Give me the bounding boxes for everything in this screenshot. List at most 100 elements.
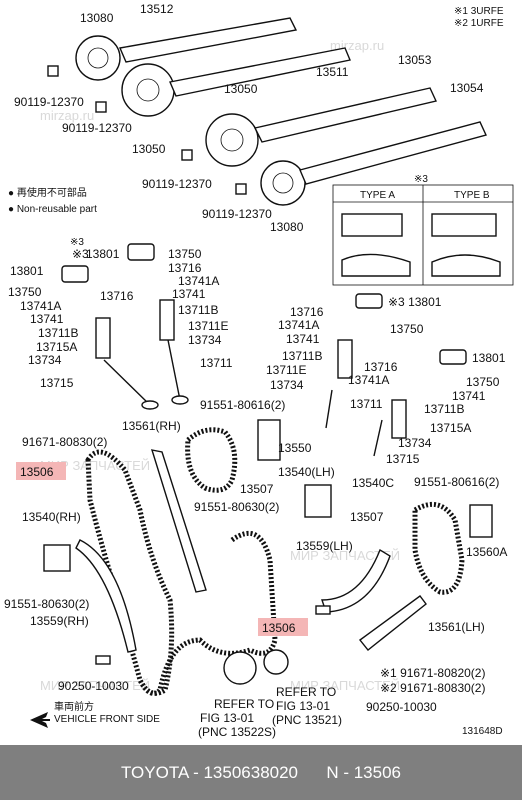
part-label-bolt: 90119-12370 (14, 95, 84, 109)
part-label-13741: 13741 (30, 312, 64, 326)
part-label-13711: 13711 (200, 356, 233, 370)
type-box: ※3 TYPE A TYPE B (332, 174, 514, 286)
highlight-box (258, 618, 308, 636)
watermark: МИР ЗАПЧАСТЕЙ (290, 678, 400, 693)
part-label-13053: 13053 (398, 53, 432, 67)
refer-label: REFER TO (214, 697, 274, 711)
figure-id: 131648D (462, 726, 503, 737)
vvt-sprocket-13050 (121, 63, 175, 117)
type-a-rocker-bottom (341, 253, 411, 277)
part-label-13507: 13507 (240, 482, 274, 496)
part-label-91551: 91551-80616(2) (200, 398, 285, 412)
valve (167, 339, 181, 401)
valve-spring (337, 339, 353, 379)
part-label-13711B: 13711B (178, 303, 218, 317)
part-label-13801: 13801 (10, 264, 44, 278)
vvt-sprocket-13080 (75, 35, 121, 81)
part-label-13716: 13716 (364, 360, 398, 374)
chain-tensioner-13550 (257, 419, 281, 461)
chain-tensioner-13560A (469, 504, 493, 538)
part-label-13741A: 13741A (20, 299, 61, 313)
valve-spring (95, 317, 111, 359)
watermark: mirzap.ru (40, 108, 94, 123)
type-a-rocker-top (341, 213, 403, 237)
rocker-arm (439, 349, 467, 365)
timing-chain-group (43, 419, 493, 696)
part-label-91671: ※1 91671-80820(2) (380, 666, 485, 680)
chain-tensioner-13540LH (304, 484, 332, 518)
chain-tensioner-13540RH (43, 544, 71, 572)
part-label-13512: 13512 (140, 2, 174, 16)
part-label-91671: ※2 91671-80830(2) (380, 681, 485, 695)
part-label-91551: 91551-80630(2) (4, 597, 89, 611)
legend-ja: ● 再使用不可部品 (8, 186, 87, 199)
part-label-13741A: 13741A (348, 373, 389, 387)
part-label-13050: 13050 (224, 82, 258, 96)
part-label-13741: 13741 (286, 332, 320, 346)
rocker-arm (61, 265, 89, 283)
rocker-arm (355, 293, 383, 309)
timing-chain-13506b (137, 530, 278, 696)
part-label-bolt: 90119-12370 (202, 207, 272, 221)
part-label-13741A: 13741A (278, 318, 319, 332)
refer-label: (PNC 13522S) (198, 725, 276, 739)
part-label-13734: 13734 (398, 436, 432, 450)
part-label-13715A: 13715A (36, 340, 77, 354)
part-label-13560A: 13560A (466, 545, 507, 559)
part-label-90250: 90250-10030 (366, 700, 437, 714)
part-label-91671: 91671-80830(2) (22, 435, 107, 449)
part-label-13750: 13750 (466, 375, 500, 389)
refer-label: REFER TO (276, 685, 336, 699)
part-label-13711B: 13711B (38, 326, 78, 340)
vvt-sprocket-13080b (260, 160, 306, 206)
part-label-13741: 13741 (452, 389, 486, 403)
part-label-13511: 13511 (316, 65, 349, 79)
chain-guide-13561RH (150, 449, 207, 593)
arrow-left-icon (30, 712, 48, 728)
part-label-13550: 13550 (278, 441, 312, 455)
camshaft-group (47, 17, 487, 206)
part-label-13715: 13715 (386, 452, 420, 466)
part-label-bolt: 90119-12370 (62, 121, 132, 135)
highlight-box (16, 462, 66, 480)
part-label-13734: 13734 (188, 333, 222, 347)
parts-diagram: mirzap.ru mirzap.ru МИР ЗАПЧАСТЕЙ МИР ЗА… (4, 2, 514, 739)
part-label-13801: ※3 13801 (388, 295, 442, 309)
footer-text: TOYOTA - 1350638020 N - 13506 (120, 762, 402, 782)
part-label-13750: 13750 (168, 247, 202, 261)
crank-gear (263, 649, 289, 675)
part-label-13080: 13080 (80, 11, 114, 25)
camshaft-13512 (119, 17, 298, 63)
part-label-91551: 91551-80616(2) (414, 475, 499, 489)
part-label-13716: 13716 (290, 305, 324, 319)
camshaft-13511 (169, 47, 351, 97)
part-label-13561RH: 13561(RH) (122, 419, 181, 433)
valve-spring (391, 399, 407, 439)
part-label-13506-highlighted: 13506 (20, 465, 54, 479)
part-label-13711: 13711 (350, 397, 383, 411)
valve (373, 419, 383, 457)
part-label-13050: 13050 (132, 142, 166, 156)
part-label-13716: 13716 (100, 289, 134, 303)
part-label-13540RH: 13540(RH) (22, 510, 81, 524)
part-label-13734: 13734 (28, 353, 62, 367)
part-label-13711E: 13711E (188, 319, 228, 333)
type-b-label: TYPE B (454, 190, 490, 201)
valvetrain-right (325, 293, 467, 457)
type-b-rocker-bottom (431, 254, 501, 277)
part-label-13711B: 13711B (282, 349, 322, 363)
front-label-ja: 車両前方 (54, 700, 94, 713)
front-label-en: VEHICLE FRONT SIDE (54, 714, 160, 725)
watermark: МИР ЗАПЧАСТЕЙ (40, 678, 150, 693)
refer-label: FIG 13-01 (276, 699, 330, 713)
chain-slipper-13559LH (321, 548, 391, 613)
bolt (181, 149, 193, 161)
refer-label: FIG 13-01 (200, 711, 254, 725)
part-label-13801: 13801 (472, 351, 506, 365)
watermark: МИР ЗАПЧАСТЕЙ (290, 548, 400, 563)
part-label-13540C: 13540C (352, 476, 394, 490)
part-label-13559LH: 13559(LH) (296, 539, 353, 553)
part-label-13561LH: 13561(LH) (428, 620, 485, 634)
crank-sprocket (223, 651, 257, 685)
valve (103, 359, 151, 406)
